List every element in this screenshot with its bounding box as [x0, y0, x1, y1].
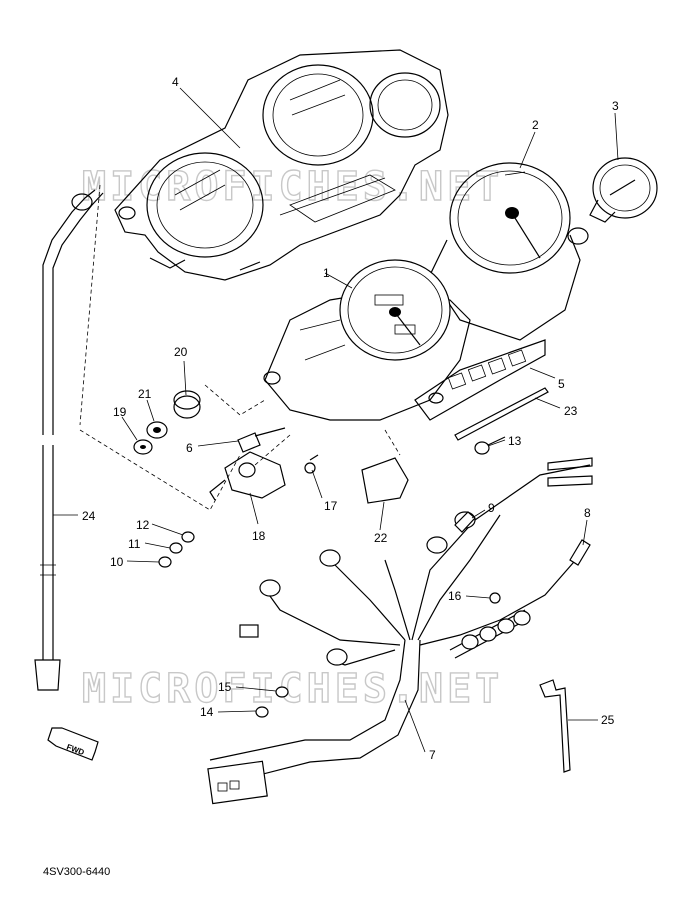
screw-part-16: [489, 592, 501, 604]
part-code: 4SV300-6440: [43, 866, 111, 878]
meter-cover-part-4: [114, 49, 449, 281]
screw-part-17: [304, 454, 319, 474]
screw-part-13: [474, 436, 506, 455]
collar-part-6: [237, 427, 286, 453]
callout-14: 14: [200, 705, 214, 719]
bulb-part-9: [454, 511, 476, 533]
callout-23: 23: [564, 404, 578, 418]
gear-unit-part-18: [209, 451, 286, 501]
wire-harness-part-7: [207, 457, 593, 805]
screw-part-14: [255, 706, 269, 718]
forward-arrow-icon: FWD: [47, 727, 99, 761]
washer-part-21: [146, 421, 168, 439]
nut-part-19: [133, 439, 153, 455]
bracket-part-22: [361, 457, 409, 504]
callout-24: 24: [82, 509, 96, 523]
callout-leaders: [53, 87, 619, 753]
speedometer-cable-part-24: [34, 189, 104, 691]
watermark-top: MICROFICHES.NET: [82, 164, 503, 210]
callout-6: 6: [186, 441, 193, 455]
callout-20: 20: [174, 345, 188, 359]
callout-4: 4: [172, 75, 179, 89]
washer-part-15: [275, 686, 289, 698]
bulb-part-8: [569, 539, 591, 566]
grommet-part-20: [173, 390, 201, 419]
speedometer-part-1: [263, 259, 471, 421]
callout-9: 9: [488, 501, 495, 515]
clamp-part-25: [539, 679, 571, 773]
callout-15: 15: [218, 680, 232, 694]
washer-part-12: [181, 531, 195, 543]
screw-part-10: [158, 556, 172, 568]
indicator-panel-part-5: [414, 339, 546, 421]
callout-13: 13: [508, 434, 522, 448]
washer-part-11: [169, 542, 183, 554]
callout-18: 18: [252, 529, 266, 543]
fwd-label: FWD: [65, 742, 85, 757]
callout-10: 10: [110, 555, 124, 569]
callout-numbers: 1 2 3 4 5 6 7 8 9 10 11 12 13 14 15 16 1…: [82, 75, 619, 762]
small-gauge-part-3: [589, 157, 658, 223]
callout-25: 25: [601, 713, 615, 727]
callout-8: 8: [584, 506, 591, 520]
callout-11: 11: [128, 537, 141, 551]
callout-12: 12: [136, 518, 150, 532]
watermark-bottom: MICROFICHES.NET: [82, 666, 503, 712]
callout-1: 1: [323, 266, 330, 280]
callout-7: 7: [429, 748, 436, 762]
callout-22: 22: [374, 531, 388, 545]
callout-17: 17: [324, 499, 338, 513]
callout-21: 21: [138, 387, 152, 401]
rod-part-23: [454, 387, 549, 441]
callout-5: 5: [558, 377, 565, 391]
callout-2: 2: [532, 118, 539, 132]
callout-16: 16: [448, 589, 462, 603]
callout-3: 3: [612, 99, 619, 113]
callout-19: 19: [113, 405, 127, 419]
